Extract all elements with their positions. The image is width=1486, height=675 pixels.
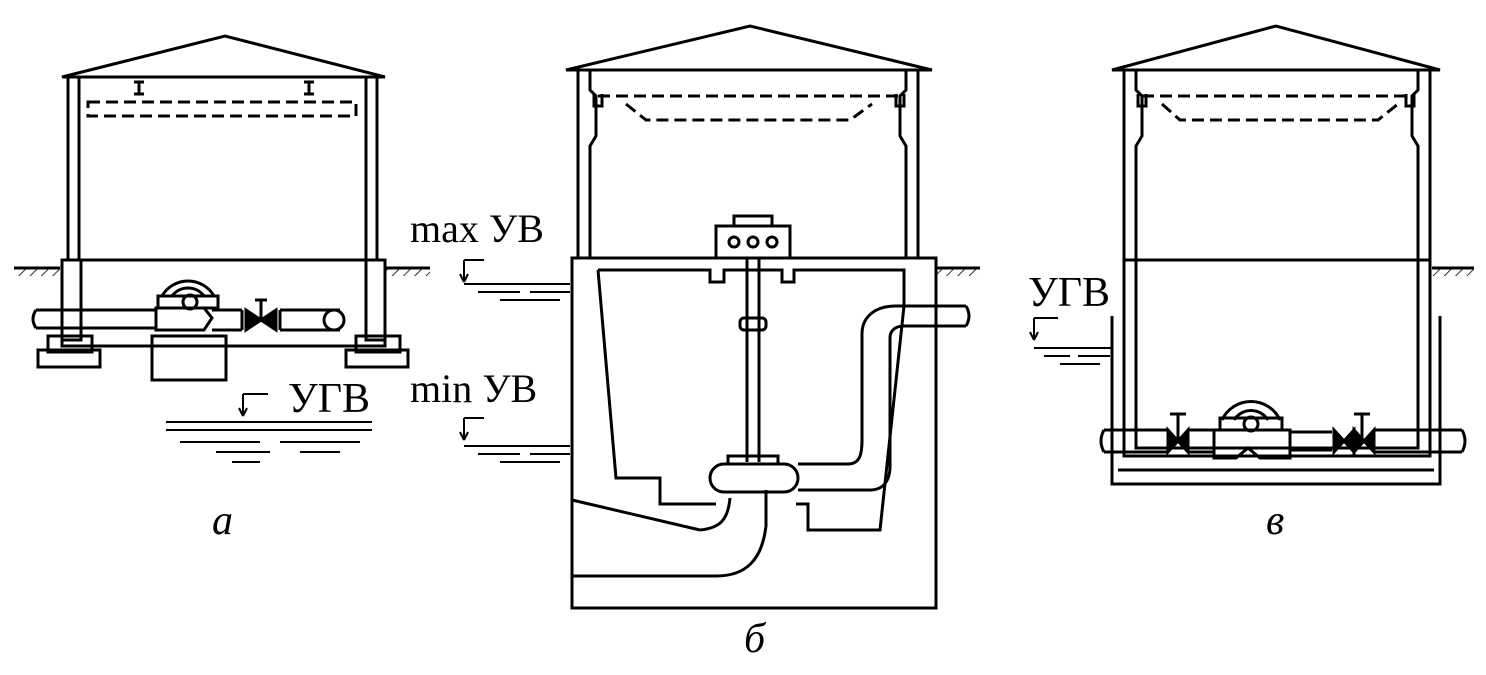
crane-beam	[1136, 94, 1416, 122]
pipeline	[1099, 428, 1467, 454]
min-water-level-label: min УВ	[410, 366, 537, 411]
crane-beam	[592, 94, 906, 122]
pump-unit	[154, 279, 220, 332]
basement	[1110, 258, 1442, 486]
ground-surface	[936, 266, 980, 276]
pump-motor	[714, 214, 792, 462]
water-level-max	[459, 259, 570, 301]
crane-beam	[86, 80, 358, 118]
gate-valve	[1166, 412, 1190, 456]
foundation	[36, 258, 410, 382]
groundwater-label-a: УГВ	[288, 376, 370, 422]
gate-valve	[244, 298, 278, 333]
pipeline	[31, 308, 346, 332]
max-water-level-label: max УВ	[410, 206, 544, 251]
roof	[1111, 24, 1441, 72]
groundwater-level	[166, 393, 372, 463]
panel-caption-b: б	[744, 616, 767, 662]
roof	[61, 34, 386, 79]
panel-a	[14, 34, 430, 463]
building-frame	[66, 77, 379, 260]
caisson-shaft	[570, 256, 938, 610]
groundwater-level	[1029, 317, 1112, 365]
gate-valve	[1332, 412, 1376, 456]
ground-surface	[1432, 266, 1474, 276]
water-level-min	[459, 417, 570, 463]
roof	[565, 24, 933, 72]
panel-b	[459, 24, 980, 610]
discharge-pipe	[798, 304, 971, 492]
ground-surface	[14, 266, 430, 276]
pump-unit	[1212, 400, 1292, 460]
panel-caption-a: а	[212, 498, 233, 544]
groundwater-label-c: УГВ	[1028, 270, 1110, 316]
panel-caption-c: в	[1266, 498, 1284, 544]
pump-unit	[708, 454, 800, 494]
panel-c	[1029, 24, 1474, 486]
building-frame	[1122, 70, 1432, 260]
building-frame	[576, 70, 920, 258]
